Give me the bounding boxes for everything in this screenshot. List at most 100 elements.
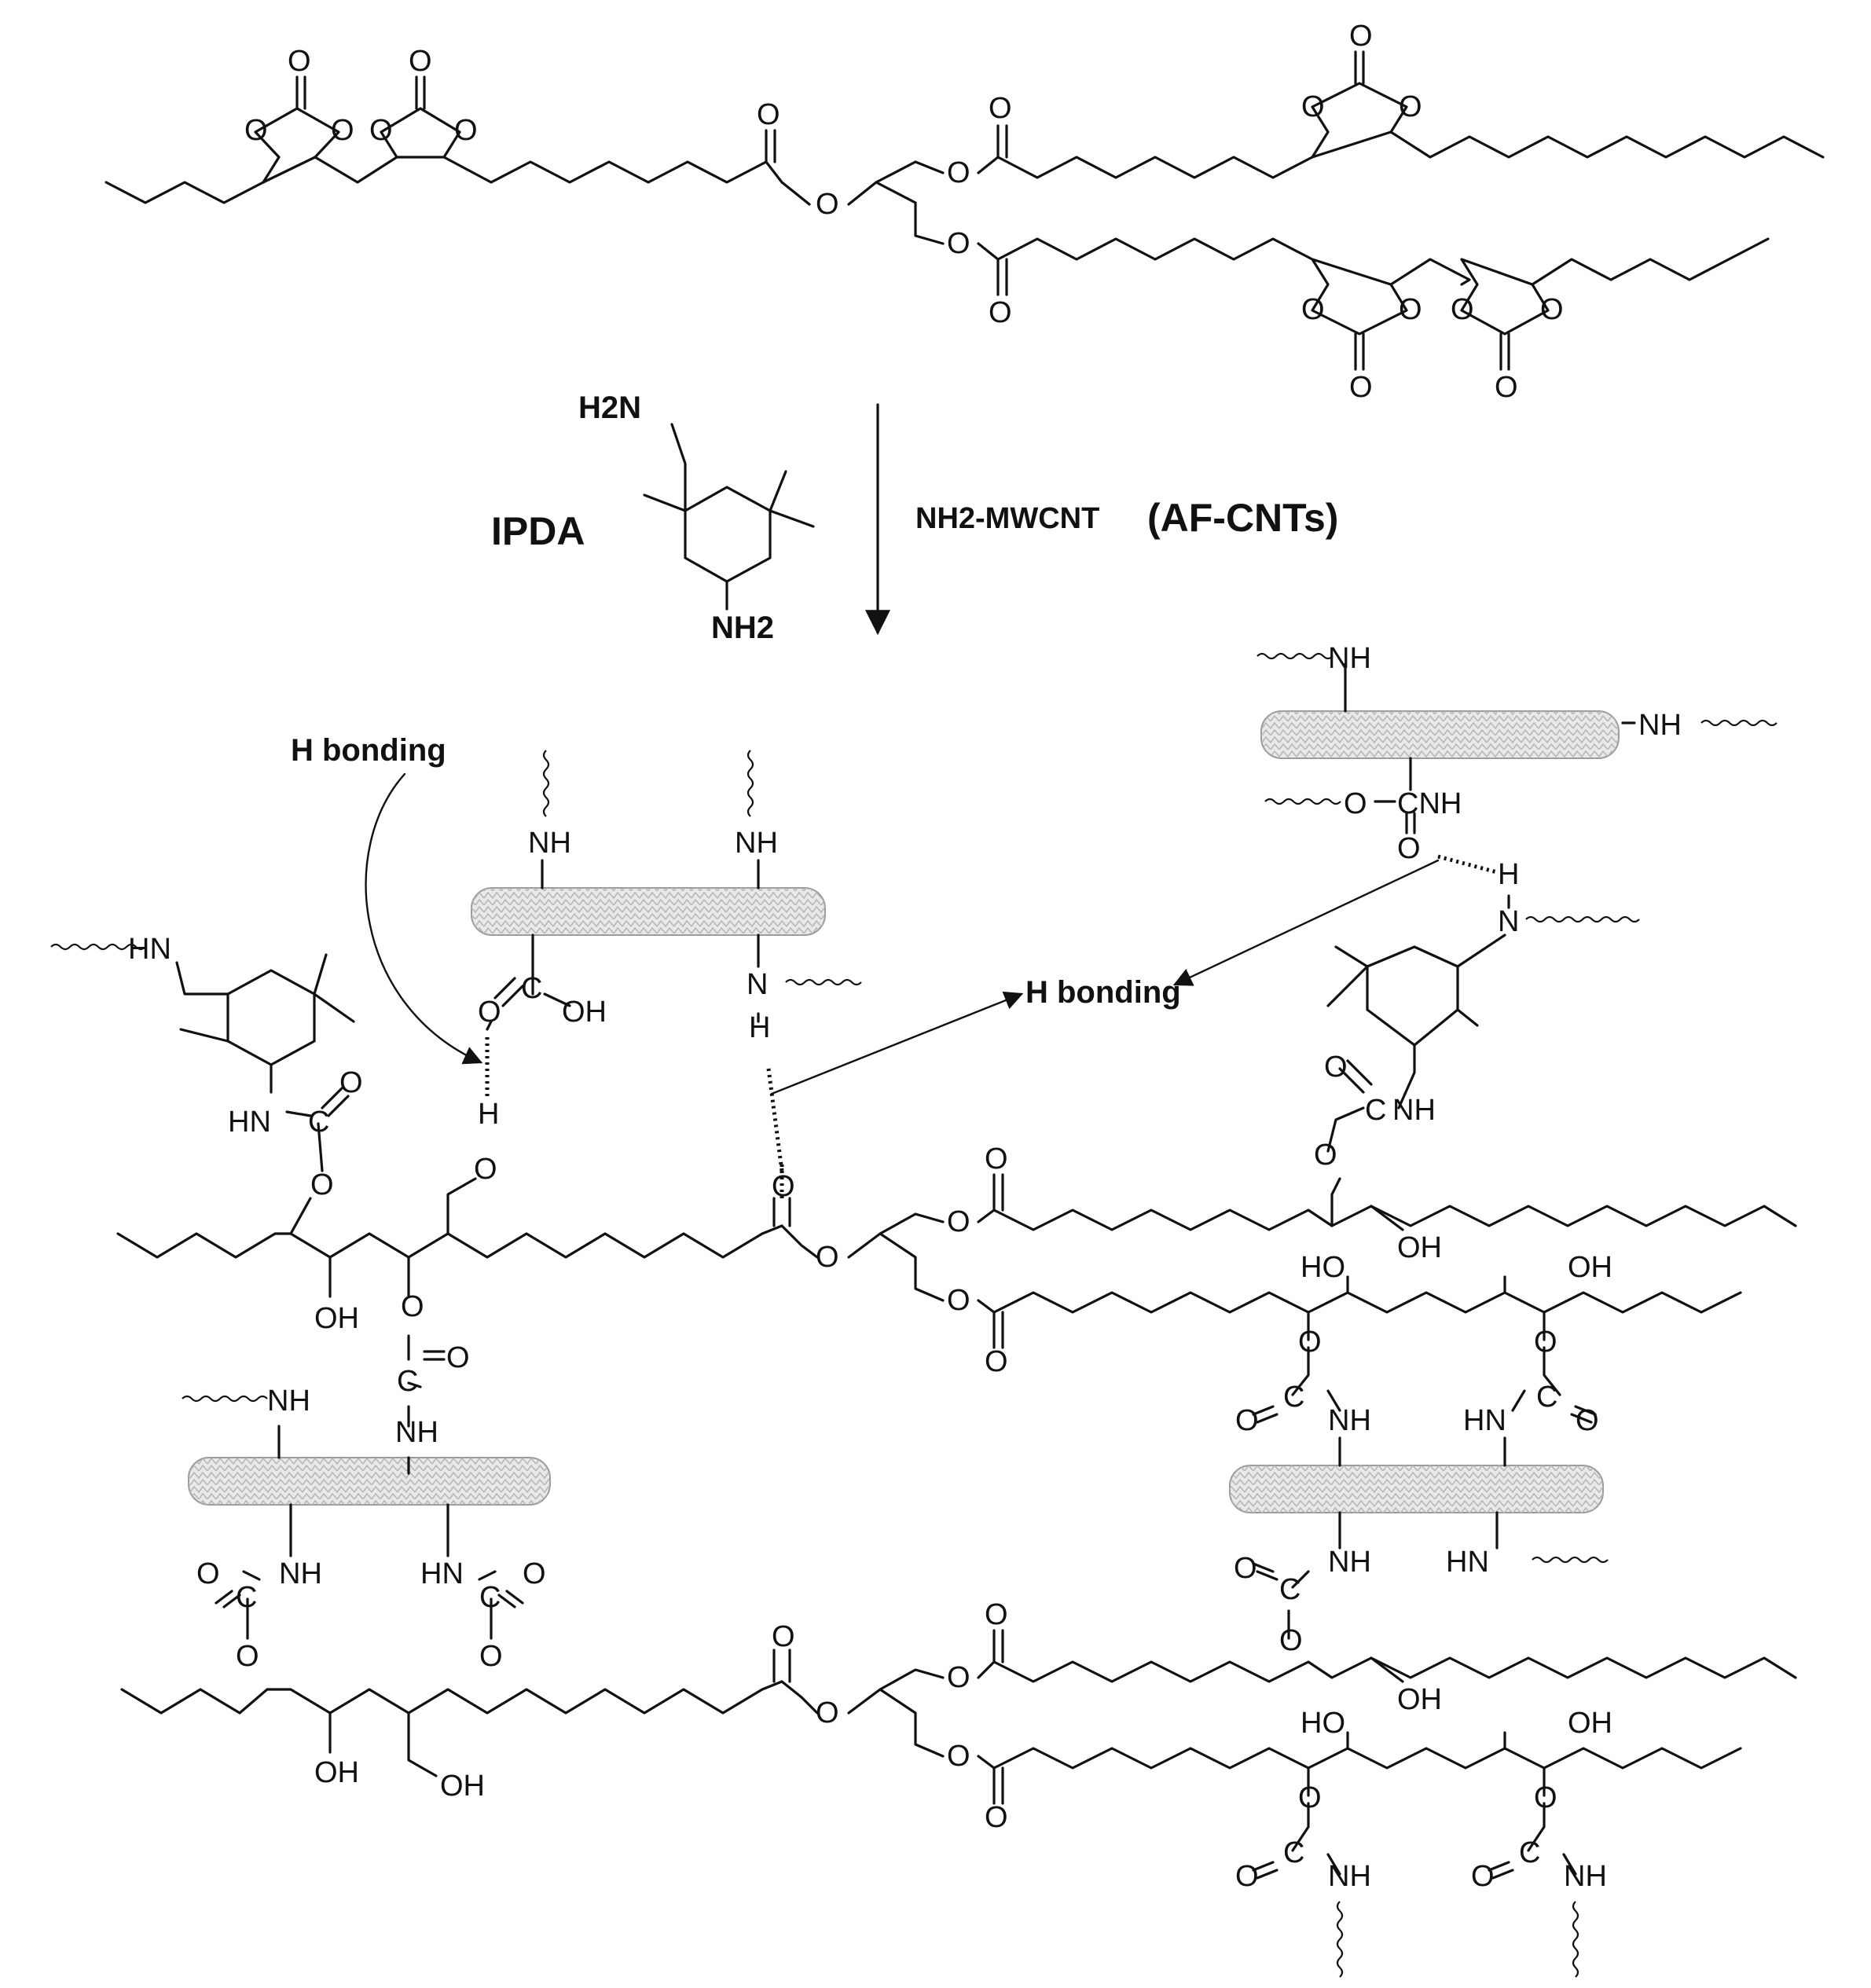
svg-text:C: C: [1279, 1573, 1301, 1606]
svg-text:NH: NH: [1328, 1860, 1371, 1893]
svg-text:O: O: [401, 1290, 424, 1323]
svg-text:OH: OH: [314, 1302, 359, 1335]
svg-text:C: C: [1283, 1836, 1304, 1869]
svg-text:OH: OH: [562, 996, 607, 1029]
svg-text:CNH: CNH: [1397, 787, 1462, 820]
svg-text:OH: OH: [1397, 1231, 1442, 1264]
svg-text:C: C: [1283, 1381, 1304, 1414]
svg-text:O: O: [236, 1640, 259, 1673]
urethane-links-lower-right: NH C O O HN: [1234, 1511, 1609, 1657]
svg-text:O: O: [1534, 1781, 1557, 1814]
svg-text:HN: HN: [420, 1557, 464, 1590]
svg-text:H: H: [749, 1011, 770, 1044]
svg-text:O: O: [1349, 371, 1373, 404]
ipda-amine-bottom: NH2: [711, 611, 774, 645]
cyclic-carbonate-triglyceride: O O O O O O O O O O O O O O O O O O O O …: [105, 20, 1825, 404]
svg-text:O: O: [985, 1801, 1008, 1834]
svg-text:O: O: [1235, 1860, 1259, 1893]
svg-text:OH: OH: [314, 1756, 359, 1789]
svg-text:NH: NH: [1564, 1860, 1607, 1893]
h-bonding-arrow-left: [365, 772, 483, 1065]
svg-text:O: O: [989, 296, 1012, 329]
svg-text:NH: NH: [279, 1557, 322, 1590]
svg-text:O: O: [1298, 1781, 1322, 1814]
svg-text:O: O: [1397, 832, 1421, 865]
cnt-cluster-upper-right: NH NH O CNH O H N O C NH O: [1172, 642, 1777, 1172]
svg-text:O: O: [1235, 1404, 1259, 1437]
svg-text:C: C: [1365, 1094, 1386, 1127]
svg-text:O: O: [196, 1557, 220, 1590]
svg-text:O: O: [369, 114, 393, 147]
svg-text:HN: HN: [1463, 1404, 1506, 1437]
atom-labels-top: O O O O O O O O O O O O O O O O O O O O …: [244, 20, 1564, 404]
svg-text:O: O: [310, 1168, 334, 1201]
svg-text:O: O: [1399, 90, 1422, 123]
svg-text:O: O: [947, 1740, 970, 1773]
svg-text:O: O: [409, 45, 432, 78]
nanotube-graphic-icon: [188, 710, 1620, 1513]
svg-text:O: O: [1324, 1051, 1348, 1084]
svg-text:HN: HN: [228, 1106, 271, 1139]
svg-text:OH: OH: [440, 1770, 485, 1803]
urethane-links-bottom: O C O NH O C O NH: [1235, 1781, 1607, 1978]
ipda-amine-top: H2N: [578, 391, 641, 425]
svg-text:O: O: [1495, 371, 1518, 404]
svg-text:O: O: [772, 1620, 795, 1653]
svg-text:O: O: [772, 1170, 795, 1203]
svg-text:C: C: [1519, 1836, 1540, 1869]
svg-text:NH: NH: [1392, 1094, 1436, 1127]
svg-text:O: O: [1234, 1552, 1257, 1585]
svg-text:O: O: [446, 1341, 470, 1374]
ipda-urethane-left: HN HN C O O: [50, 933, 363, 1235]
svg-text:O: O: [816, 188, 839, 221]
ipda-structure: H2N NH2: [578, 391, 815, 645]
svg-text:NH: NH: [267, 1385, 310, 1418]
svg-text:C: C: [397, 1365, 418, 1398]
svg-text:HN: HN: [1446, 1546, 1489, 1579]
svg-text:O: O: [816, 1696, 839, 1729]
svg-text:O: O: [454, 114, 478, 147]
svg-text:H: H: [478, 1098, 499, 1131]
cnt-cluster-upper-middle: NH NH C O OH N H H: [478, 750, 862, 1172]
svg-text:O: O: [989, 92, 1012, 125]
svg-text:NH: NH: [395, 1416, 438, 1449]
svg-text:N: N: [747, 968, 768, 1001]
svg-text:O: O: [244, 114, 268, 147]
svg-text:NH: NH: [1328, 642, 1371, 675]
svg-text:O: O: [1534, 1326, 1557, 1359]
svg-text:O: O: [985, 1598, 1008, 1631]
svg-text:C: C: [236, 1581, 257, 1614]
svg-text:O: O: [947, 227, 970, 260]
svg-text:O: O: [288, 45, 311, 78]
svg-text:O: O: [1399, 293, 1422, 326]
cnt-abbrev-label: (AF-CNTs): [1147, 496, 1338, 540]
svg-text:C: C: [521, 972, 542, 1005]
urethane-links-middle-right: O C O NH O C O HN: [1235, 1326, 1599, 1467]
svg-text:NH: NH: [1328, 1404, 1371, 1437]
h-bonding-label-left: H bonding: [291, 733, 446, 768]
ipda-label: IPDA: [491, 509, 585, 553]
svg-text:O: O: [1301, 293, 1325, 326]
h-bonding-label-right: H bonding: [1025, 975, 1181, 1010]
svg-text:O: O: [1349, 20, 1373, 53]
svg-text:O: O: [1298, 1326, 1322, 1359]
svg-text:O: O: [757, 98, 780, 131]
svg-text:HO: HO: [1301, 1251, 1345, 1284]
svg-text:O: O: [478, 996, 501, 1029]
svg-text:O: O: [985, 1345, 1008, 1378]
svg-text:O: O: [339, 1066, 363, 1099]
svg-text:O: O: [985, 1143, 1008, 1176]
svg-text:O: O: [331, 114, 354, 147]
h-bonding-arrow-middle: [770, 991, 1024, 1095]
svg-text:NH: NH: [528, 827, 571, 860]
svg-text:N: N: [1498, 905, 1519, 938]
svg-text:H: H: [1498, 858, 1519, 891]
svg-text:OH: OH: [1568, 1707, 1612, 1740]
svg-text:O: O: [1301, 90, 1325, 123]
svg-text:C: C: [1536, 1381, 1557, 1414]
svg-text:O: O: [947, 156, 970, 189]
svg-text:O: O: [1576, 1404, 1599, 1437]
svg-text:O: O: [523, 1557, 546, 1590]
svg-text:O: O: [1314, 1139, 1337, 1172]
